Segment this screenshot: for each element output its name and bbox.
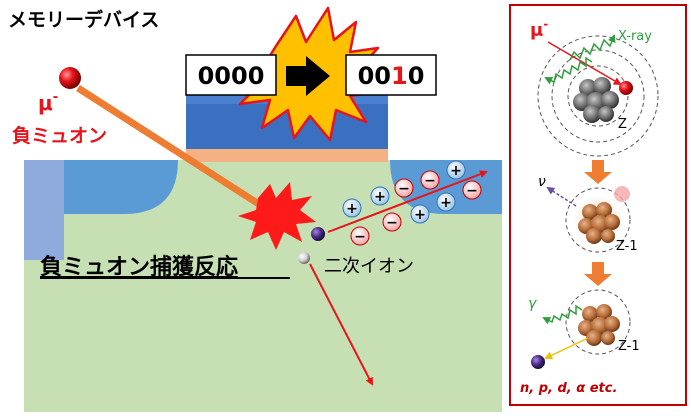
muon-capture-arrow — [547, 41, 622, 86]
nucleus-brown-1 — [578, 202, 620, 244]
muon-trajectory-arrow — [76, 85, 272, 213]
emission-arrow — [544, 337, 589, 360]
panel-muon-symbol: μ- — [530, 17, 548, 41]
positive-charge: + — [436, 192, 456, 212]
captured-muon — [619, 81, 633, 95]
positive-charge: + — [410, 204, 430, 224]
positive-charge: + — [342, 198, 362, 218]
negative-charge: − — [462, 180, 482, 200]
proton-converted — [614, 186, 630, 202]
orbit-stage2 — [565, 187, 631, 253]
gamma-label: γ — [528, 296, 537, 312]
svg-text:+: + — [450, 163, 462, 179]
memory-before-value: 0000 — [198, 62, 265, 90]
svg-text:+: + — [374, 189, 386, 205]
secondary-ion-particle — [311, 227, 325, 241]
svg-text:−: − — [386, 215, 398, 231]
stage-arrow-2 — [584, 262, 612, 286]
emission-products-label: n, p, d, α etc. — [520, 381, 617, 396]
neutrino-arrow — [546, 186, 577, 207]
orbit-stage3 — [565, 289, 631, 355]
nucleus-brown-2 — [578, 304, 620, 346]
capture-burst — [238, 182, 316, 250]
z-minus-1-label-b: Z-1 — [618, 339, 640, 354]
negative-charge: − — [382, 212, 402, 232]
orbit-inner — [567, 65, 629, 127]
negative-charge: − — [420, 170, 440, 190]
capture-process-panel: μ- X-ray Z ν Z-1 — [509, 4, 687, 406]
source-region — [64, 160, 178, 214]
bitflip-arrow — [286, 56, 330, 96]
positive-charge: + — [370, 186, 390, 206]
gamma-wave — [542, 304, 583, 325]
neutrino-label: ν — [538, 174, 546, 190]
orbit-far — [537, 35, 659, 157]
stage-arrow-1 — [584, 160, 612, 184]
memory-after-box: 0010 — [345, 54, 437, 96]
left-isolation — [24, 160, 64, 260]
stage-1-muonic-atom: μ- X-ray Z — [530, 17, 659, 157]
xray-wave-left — [544, 56, 593, 85]
xray-wave-up — [569, 34, 616, 61]
xray-label: X-ray — [618, 29, 652, 44]
negative-charge: − — [350, 226, 370, 246]
charge-cloud: + + + + + − − − − − — [342, 160, 482, 246]
z-minus-1-label-a: Z-1 — [616, 239, 638, 254]
muon-symbol: μ- — [38, 90, 58, 115]
secondary-ion-track — [327, 170, 488, 233]
positive-charge: + — [446, 160, 466, 180]
svg-text:+: + — [346, 201, 358, 217]
svg-text:+: + — [440, 195, 452, 211]
z-label: Z — [618, 117, 627, 132]
orbit-outer — [551, 49, 645, 143]
nucleus-gray — [573, 77, 619, 123]
svg-text:−: − — [398, 181, 410, 197]
svg-text:−: − — [354, 229, 366, 245]
gate-oxide — [186, 149, 388, 162]
flipped-bit: 1 — [391, 62, 408, 90]
stage-2-capture: ν Z-1 — [538, 174, 638, 254]
light-particle — [298, 252, 310, 264]
memory-after-value: 0010 — [358, 62, 425, 90]
svg-text:−: − — [466, 183, 478, 199]
svg-text:+: + — [414, 207, 426, 223]
negative-charge: − — [394, 178, 414, 198]
emitted-particle — [531, 355, 545, 369]
stage-3-emission: γ Z-1 n, p, d, α etc. — [520, 289, 640, 396]
memory-before-box: 0000 — [185, 54, 277, 96]
svg-text:−: − — [424, 173, 436, 189]
muon-label: 負ミュオン — [12, 124, 107, 147]
negative-muon-particle — [59, 67, 81, 89]
device-title: メモリーデバイス — [8, 8, 159, 31]
secondary-ion-label: 二次イオン — [324, 256, 414, 277]
capture-reaction-label: 負ミュオン捕獲反応 — [40, 254, 238, 280]
light-particle-track — [309, 263, 373, 386]
